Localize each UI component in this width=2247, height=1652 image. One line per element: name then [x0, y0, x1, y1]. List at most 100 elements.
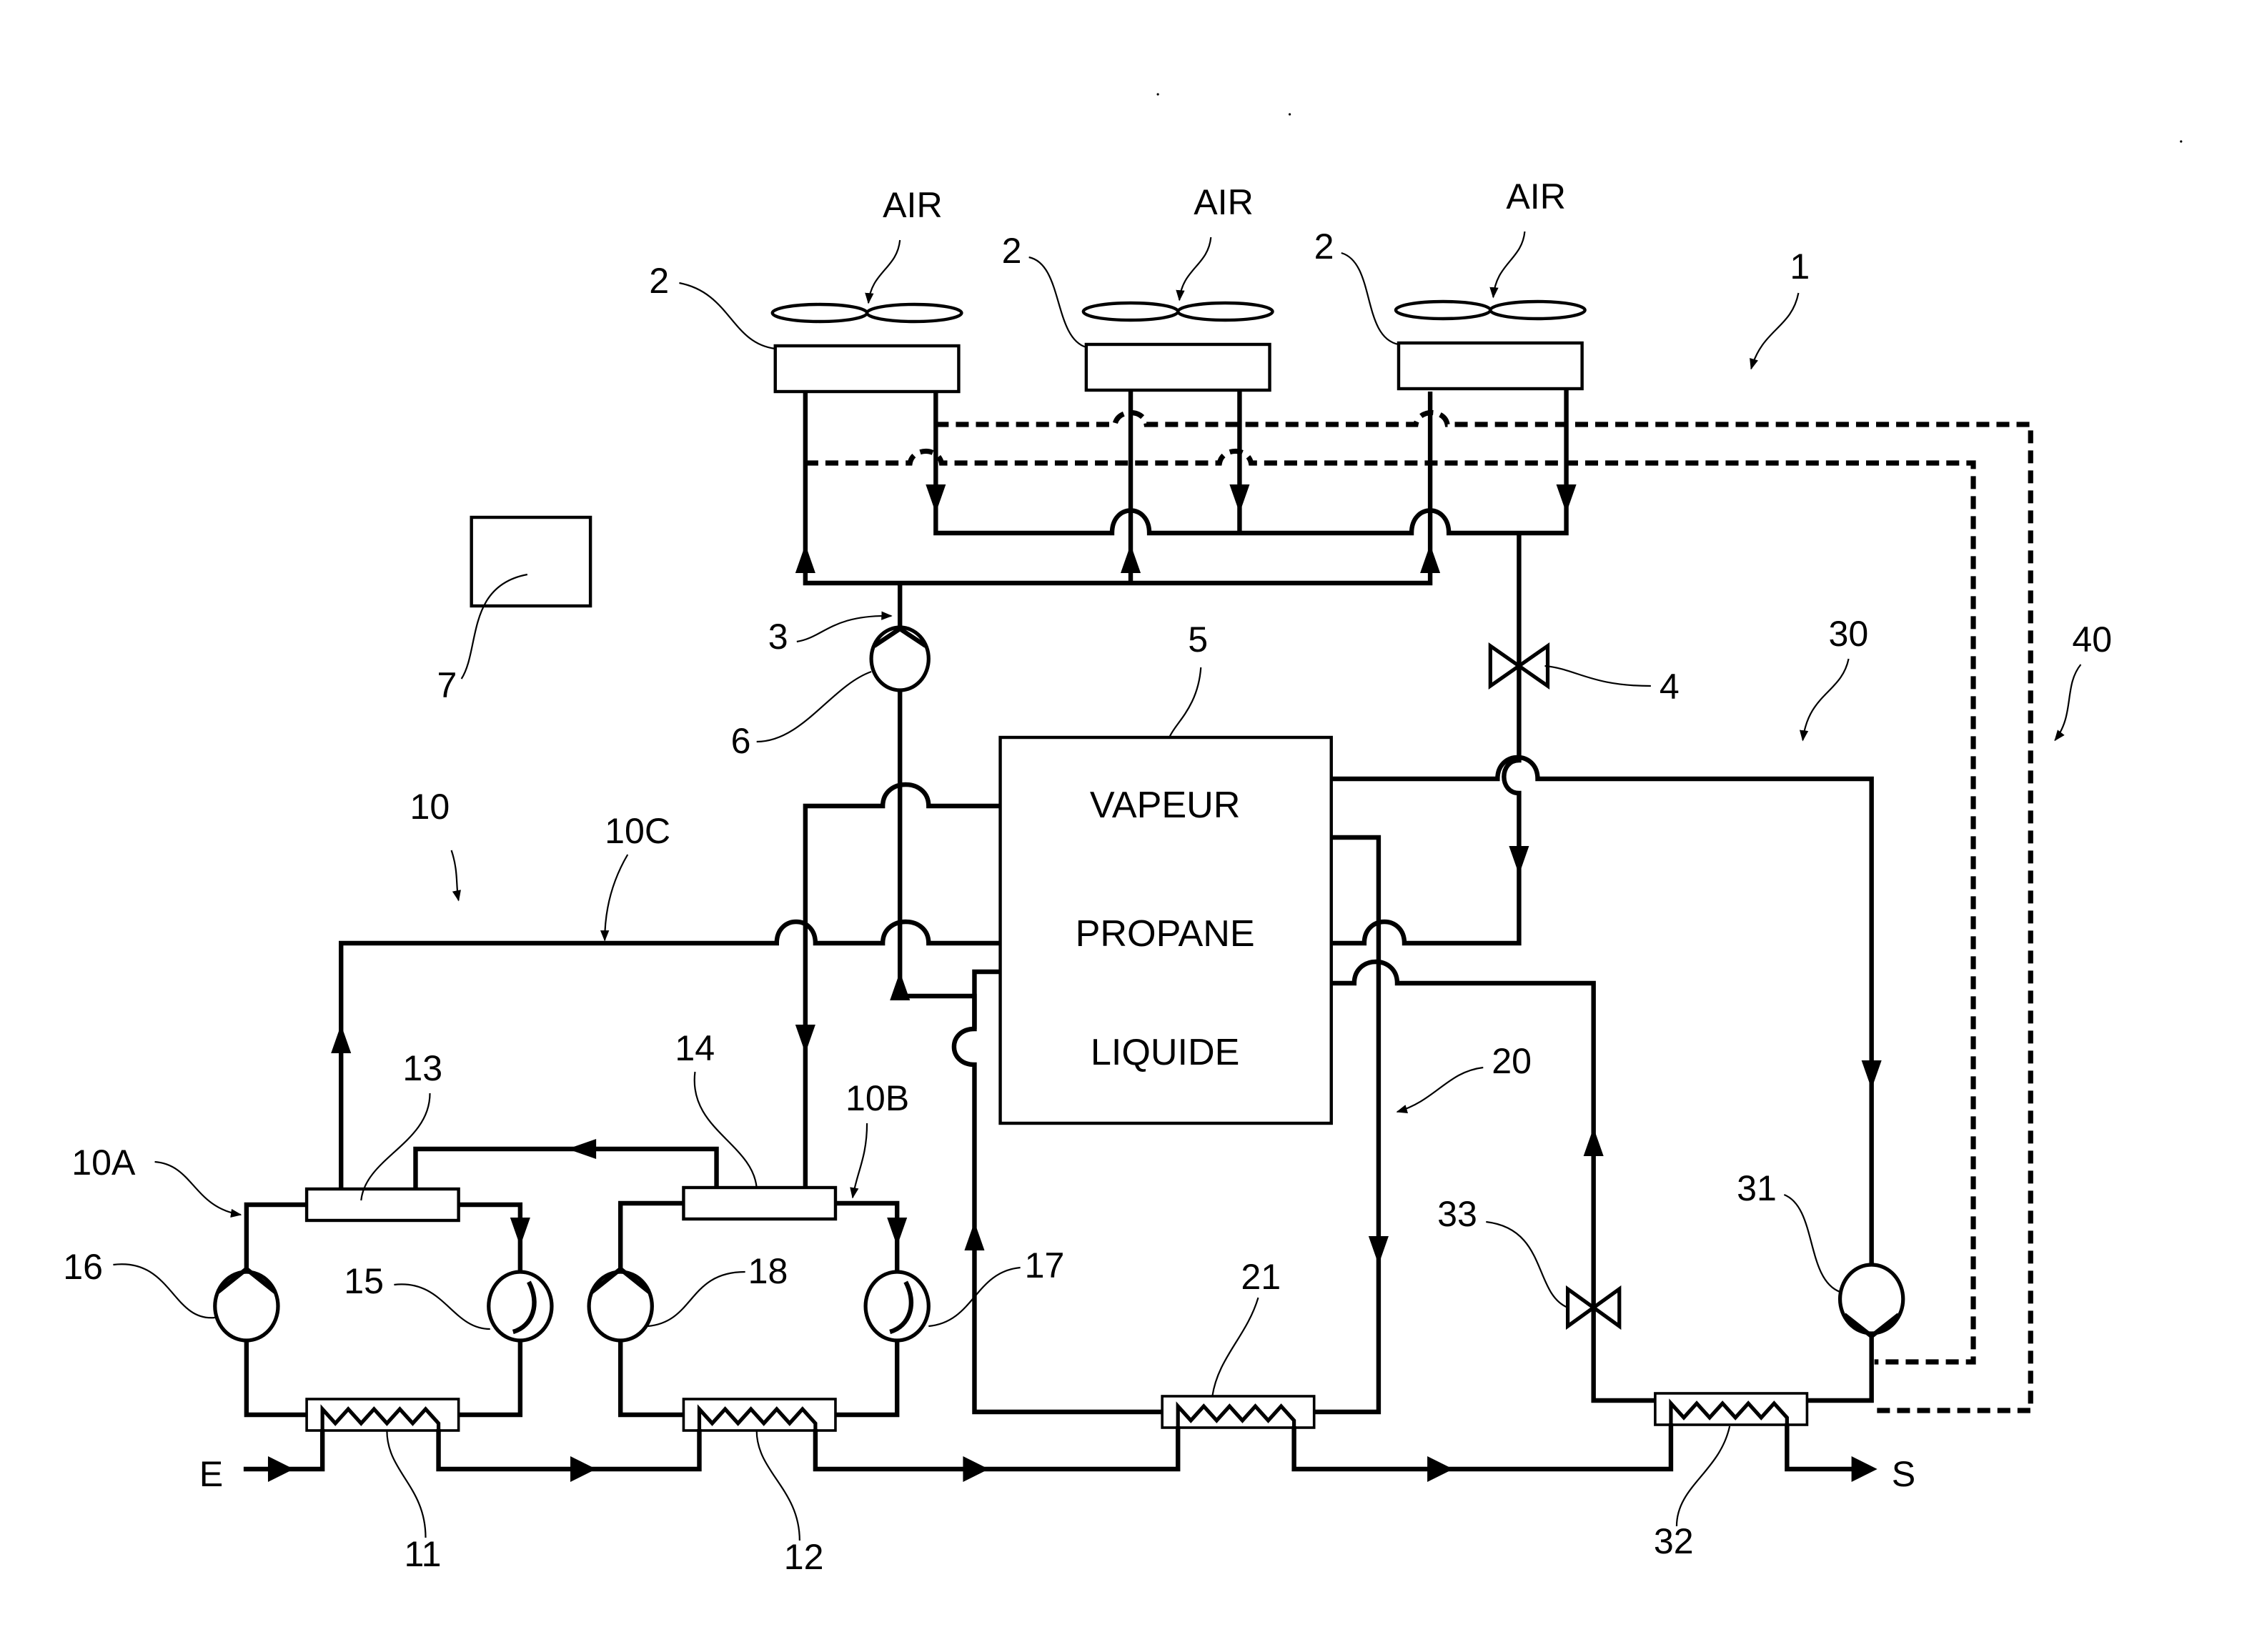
tank-propane-label: PROPANE [1076, 913, 1255, 955]
pump-18 [587, 1265, 654, 1343]
condenser-unit-3 [1394, 299, 1587, 391]
flow-arrow-down [1509, 846, 1529, 875]
leader-line [679, 282, 775, 350]
condenser-unit-2 [1081, 301, 1274, 392]
flow-arrow-up [964, 1222, 985, 1250]
pump-17-ref-label: 17 [1025, 1245, 1065, 1285]
link-14-to-13 [413, 1146, 719, 1189]
vapour-line-30 [1331, 755, 1874, 1272]
fan-blade-icon [1394, 299, 1492, 321]
circuit-40-ref-label: 40 [2072, 620, 2112, 660]
leader-line [755, 1430, 800, 1541]
circuit-10B-ref-label: 10B [845, 1078, 909, 1118]
liquid-line-to-valve-4 [1332, 533, 1522, 946]
hx-32-ref-label: 32 [1654, 1521, 1694, 1561]
leader-arrow [2054, 664, 2082, 742]
leader-arrow [450, 850, 461, 902]
leader-line [1341, 252, 1399, 346]
box-13-ref-label: 13 [402, 1048, 442, 1088]
fan-blade-icon [770, 302, 869, 324]
leader-line [1028, 256, 1087, 349]
system-ref-label: 1 [1790, 247, 1810, 287]
collector-ref-label: 3 [768, 617, 788, 657]
circuit-30-ref-label: 30 [1829, 614, 1869, 654]
fan-blade-icon [1081, 301, 1180, 322]
flow-arrow-left [567, 1139, 597, 1159]
heat-exchanger-32 [1654, 1392, 1809, 1426]
pump-16 [213, 1265, 280, 1343]
scan-speck [1288, 113, 1291, 116]
leader-line [460, 573, 528, 680]
condenser-ref-label: 2 [1002, 231, 1022, 271]
box-14-ref-label: 14 [675, 1028, 715, 1068]
circuit-10-ref-label: 10 [410, 787, 450, 827]
flow-arrow-up [331, 1025, 352, 1053]
hot-gas-header [803, 392, 1433, 586]
leader-line [394, 1283, 490, 1330]
flow-arrow-down [887, 1218, 908, 1246]
air-leader [1489, 231, 1526, 299]
circuit-10B-loop [618, 1200, 900, 1418]
pump-18-ref-label: 18 [748, 1251, 788, 1291]
flow-arrow-down [1861, 1060, 1882, 1089]
heat-exchanger-11 [305, 1398, 460, 1432]
condenser-box [1397, 341, 1584, 391]
dashed-line-40-outer [936, 410, 2033, 1413]
box-14 [682, 1185, 838, 1221]
flow-arrow-up [890, 972, 911, 1000]
scan-speck [1156, 93, 1159, 96]
pump-icon [587, 1270, 654, 1343]
leader-line [1544, 665, 1651, 687]
pump-17 [863, 1270, 931, 1343]
leader-arrow [850, 1123, 868, 1199]
air-label: AIR [1194, 182, 1254, 222]
inlet-label: E [199, 1454, 223, 1494]
compressor-icon [869, 625, 931, 692]
controller-ref-label: 7 [437, 665, 457, 705]
pump-31-discharge [1807, 1333, 1874, 1403]
hx-21-ref-label: 21 [1241, 1257, 1281, 1297]
leader-line [1783, 1193, 1840, 1293]
tank-liquid-label: LIQUIDE [1091, 1032, 1240, 1073]
liquid-line-33 [1331, 959, 1655, 1403]
circuit-10C-ref-label: 10C [605, 811, 670, 851]
expansion-valve-ref-label: 4 [1660, 667, 1680, 707]
leader-line [360, 1093, 431, 1201]
flow-arrow-down [510, 1218, 530, 1246]
flow-arrow-up [1583, 1128, 1604, 1156]
leader-arrow [154, 1160, 242, 1218]
flow-arrow-down [1556, 484, 1577, 513]
condenser-ref-label: 2 [649, 261, 669, 301]
pump-icon [863, 1270, 931, 1343]
dashed-line-40-inner [805, 449, 1976, 1365]
expansion-valve-4 [1488, 642, 1550, 690]
flow-arrow-up [1120, 544, 1141, 573]
box-13 [304, 1187, 460, 1223]
air-label: AIR [1506, 176, 1566, 217]
compressor-ref-label: 6 [731, 721, 751, 761]
flow-arrow-right [570, 1456, 597, 1482]
leader-line [1486, 1220, 1569, 1309]
hx-12-ref-label: 12 [784, 1537, 824, 1577]
flow-arrow-up [795, 544, 815, 573]
fan-blade-icon [1489, 299, 1587, 321]
leader-arrow [600, 854, 629, 942]
pump-15-ref-label: 15 [344, 1261, 384, 1301]
compressor-6 [869, 625, 931, 692]
flow-arrow-down [1368, 1236, 1389, 1265]
fan-blade-icon [865, 302, 963, 324]
pump-icon [1837, 1263, 1905, 1335]
heat-exchanger-12 [682, 1398, 837, 1432]
tank-ref-label: 5 [1188, 620, 1208, 660]
pump-31-ref-label: 31 [1737, 1168, 1777, 1208]
condenser-unit-1 [770, 302, 963, 394]
leader-line [1675, 1425, 1731, 1527]
heat-exchanger-21 [1161, 1395, 1316, 1429]
leader-line [113, 1263, 215, 1319]
leader-line [1169, 667, 1202, 738]
leader-line [1211, 1297, 1259, 1397]
flow-arrow-down [1229, 484, 1250, 513]
pump-31 [1837, 1263, 1905, 1340]
pump-icon [213, 1270, 280, 1343]
outlet-label: S [1892, 1454, 1915, 1494]
